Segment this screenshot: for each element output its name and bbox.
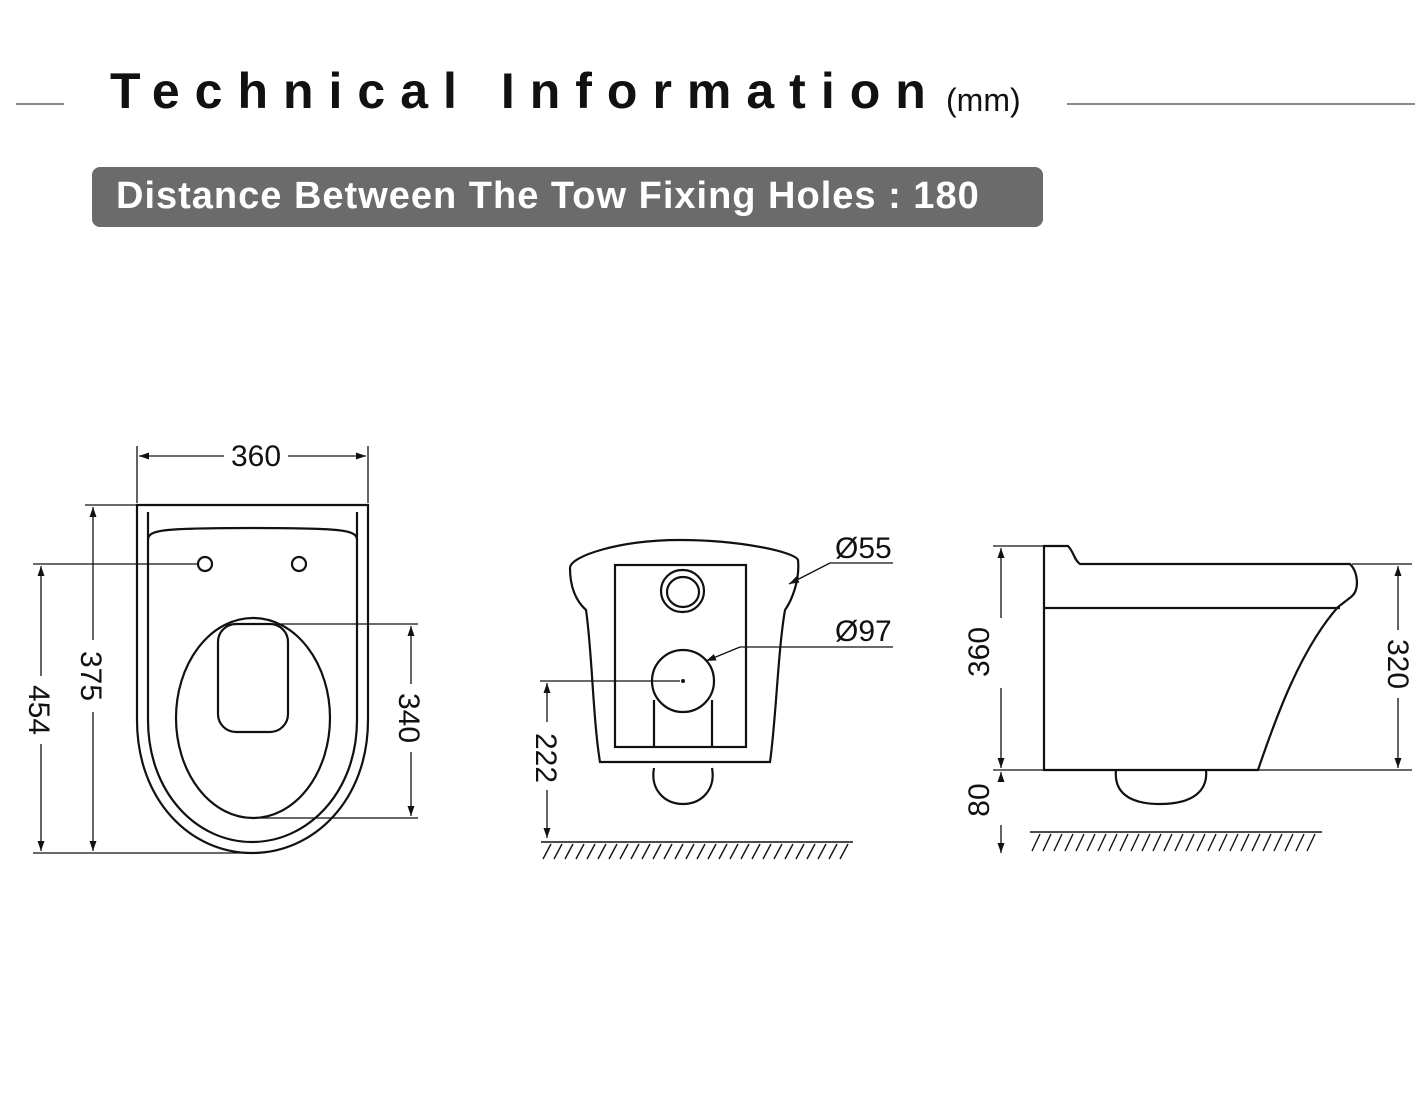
floor-hatch-line bbox=[1075, 833, 1085, 852]
floor-hatch-line bbox=[762, 843, 772, 860]
floor-hatch-line bbox=[1196, 833, 1206, 852]
floor-hatch-line bbox=[1053, 833, 1063, 852]
floor-hatch-line bbox=[1306, 833, 1316, 852]
dim-floor-gap-80: 80 bbox=[963, 783, 996, 816]
rear-view-outline bbox=[568, 538, 800, 764]
rear-view-floor bbox=[541, 841, 853, 860]
floor-hatch-line bbox=[1229, 833, 1239, 852]
floor-hatch-line bbox=[729, 843, 739, 860]
floor-hatch-line bbox=[1119, 833, 1129, 852]
floor-hatch-line bbox=[1284, 833, 1294, 852]
dim-waste-height-222: 222 bbox=[529, 733, 562, 783]
waste-pipe-sides bbox=[652, 700, 714, 747]
floor-hatch-line bbox=[597, 843, 607, 860]
floor-hatch-line bbox=[773, 843, 783, 860]
floor-hatch-line bbox=[718, 843, 728, 860]
side-view-dimensions bbox=[993, 545, 1412, 853]
waste-center-point bbox=[681, 679, 685, 683]
floor-hatch-line bbox=[1163, 833, 1173, 852]
title-rule-right bbox=[1067, 103, 1415, 105]
floor-hatch-line bbox=[828, 843, 838, 860]
floor-hatch-line bbox=[740, 843, 750, 860]
floor-hatch-line bbox=[1097, 833, 1107, 852]
floor-hatch-line bbox=[586, 843, 596, 860]
floor-hatch-line bbox=[652, 843, 662, 860]
floor-hatch-line bbox=[1108, 833, 1118, 852]
side-view-floor bbox=[1030, 831, 1322, 852]
dim-width-360: 360 bbox=[231, 440, 281, 473]
dim-side-height-360: 360 bbox=[963, 627, 996, 677]
top-view-inner-outline bbox=[146, 512, 359, 844]
top-view-rear-plate bbox=[146, 526, 359, 541]
floor-hatch-line bbox=[1042, 833, 1052, 852]
floor-hatch-line bbox=[784, 843, 794, 860]
fixing-holes-banner bbox=[92, 167, 1043, 227]
floor-hatch-line bbox=[1031, 833, 1041, 852]
outlet-55 bbox=[659, 568, 706, 614]
floor-hatch-line bbox=[1273, 833, 1283, 852]
floor-hatch-line bbox=[608, 843, 618, 860]
dim-bowl-340: 340 bbox=[392, 693, 425, 743]
floor-hatch-line bbox=[1295, 833, 1305, 852]
floor-hatch-line bbox=[806, 843, 816, 860]
dim-outlet-55: Ø55 bbox=[835, 532, 892, 565]
waste-pipe-lower bbox=[652, 767, 714, 806]
unit-label: (mm) bbox=[946, 82, 1021, 118]
side-view-outline bbox=[1042, 544, 1358, 772]
floor-hatch-line bbox=[1141, 833, 1151, 852]
floor-hatch-line bbox=[619, 843, 629, 860]
fixing-holes-banner-text: Distance Between The Tow Fixing Holes : … bbox=[116, 175, 980, 217]
floor-hatch-line bbox=[795, 843, 805, 860]
floor-hatch-line bbox=[674, 843, 684, 860]
dim-waste-97: Ø97 bbox=[835, 615, 892, 648]
dim-depth-375: 375 bbox=[74, 651, 107, 701]
side-view-outlet bbox=[1114, 769, 1208, 806]
floor-hatch-line bbox=[707, 843, 717, 860]
dim-front-height-320: 320 bbox=[1381, 639, 1414, 689]
floor-hatch-line bbox=[641, 843, 651, 860]
rear-view-back-frame bbox=[613, 563, 748, 749]
floor-hatch-line bbox=[575, 843, 585, 860]
floor-hatch-line bbox=[839, 843, 849, 860]
floor-hatch-line bbox=[1152, 833, 1162, 852]
floor-hatch-line bbox=[663, 843, 673, 860]
fixing-hole-right bbox=[290, 555, 308, 573]
outlet-55-inner bbox=[665, 575, 701, 609]
floor-hatch-line bbox=[751, 843, 761, 860]
top-view-dimensions bbox=[33, 446, 418, 854]
floor-hatch-line bbox=[630, 843, 640, 860]
floor-hatch-line bbox=[1262, 833, 1272, 852]
floor-hatch-line bbox=[1064, 833, 1074, 852]
top-view-seat-ring bbox=[174, 616, 332, 820]
floor-hatch-line bbox=[1240, 833, 1250, 852]
floor-hatch-line bbox=[1086, 833, 1096, 852]
floor-hatch-line bbox=[696, 843, 706, 860]
floor-hatch-line bbox=[1185, 833, 1195, 852]
floor-hatch-line bbox=[553, 843, 563, 860]
floor-hatch-line bbox=[1130, 833, 1140, 852]
floor-hatch-line bbox=[817, 843, 827, 860]
top-view-outer-outline bbox=[135, 503, 370, 855]
floor-hatch-line bbox=[1218, 833, 1228, 852]
side-view bbox=[1042, 544, 1358, 806]
floor-hatch-line bbox=[1207, 833, 1217, 852]
floor-hatch-line bbox=[564, 843, 574, 860]
top-view-bowl-opening bbox=[216, 622, 290, 734]
title-rule-left bbox=[16, 103, 64, 105]
top-view bbox=[135, 503, 370, 855]
floor-hatch-line bbox=[1174, 833, 1184, 852]
page-title: Technical Information bbox=[110, 63, 941, 119]
dim-depth-454: 454 bbox=[22, 685, 55, 735]
floor-hatch-line bbox=[1251, 833, 1261, 852]
rear-view bbox=[568, 538, 800, 806]
fixing-hole-left bbox=[196, 555, 214, 573]
floor-hatch-line bbox=[542, 843, 552, 860]
floor-hatch-line bbox=[685, 843, 695, 860]
rear-view-dimensions bbox=[540, 562, 893, 838]
